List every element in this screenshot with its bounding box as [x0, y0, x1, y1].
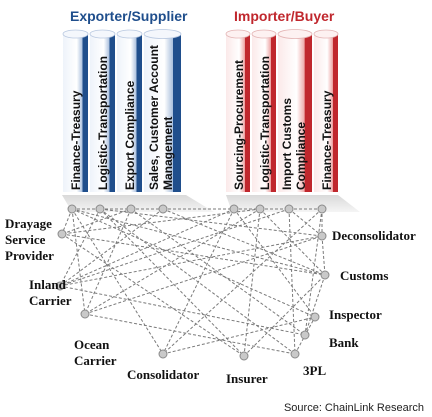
- column-label-management: Management: [161, 117, 175, 190]
- node-importer-customs: [284, 204, 294, 214]
- exporter-column-1: Finance-Treasury: [62, 29, 89, 192]
- node-exporter-sales: [158, 204, 168, 214]
- network-links: [59, 208, 326, 357]
- column-label-sourcing-procurement: Sourcing-Procurement: [232, 60, 246, 190]
- label-insurer: Insurer: [226, 371, 268, 386]
- column-label-finance-treasury-importer: Finance-Treasury: [320, 90, 334, 190]
- node-consolidator: [158, 349, 168, 359]
- node-importer-sourcing: [229, 204, 239, 214]
- column-label-compliance: Compliance: [294, 122, 308, 190]
- node-exporter-logistics: [95, 204, 105, 214]
- label-ocean-carrier: Carrier: [74, 353, 117, 368]
- node-inland-carrier: [55, 281, 65, 291]
- node-importer-logistics: [255, 204, 265, 214]
- node-3pl: [290, 349, 300, 359]
- label-drayage: Drayage: [5, 216, 52, 231]
- node-bank: [300, 330, 310, 340]
- importer-header: Importer/Buyer: [234, 8, 335, 24]
- node-importer-finance: [317, 204, 327, 214]
- column-label-import-customs: Import Customs: [280, 98, 294, 190]
- column-label-logistic-transportation-importer: Logistic-Transportation: [258, 56, 272, 190]
- network-nodes: [55, 204, 330, 361]
- node-customs: [320, 270, 330, 280]
- exporter-column-2: Logistic-Transportation: [89, 29, 116, 192]
- node-drayage: [57, 229, 67, 239]
- column-label-logistic-transportation: Logistic-Transportation: [96, 56, 110, 190]
- importer-column-2: Logistic-Transportation: [251, 29, 277, 192]
- importer-column-1: Sourcing-Procurement: [225, 29, 251, 192]
- label-3pl: 3PL: [303, 363, 326, 378]
- label-customs: Customs: [340, 268, 388, 283]
- label-service: Service: [5, 232, 46, 247]
- node-deconsolidator: [317, 231, 327, 241]
- node-inspector: [310, 312, 320, 322]
- label-inland-carrier: Carrier: [29, 293, 72, 308]
- node-insurer: [239, 351, 249, 361]
- column-label-sales-customer-account: Sales, Customer Account: [147, 45, 161, 190]
- exporter-column-3: Export Compliance: [116, 29, 143, 192]
- exporter-column-4: Sales, Customer Account Management: [143, 29, 182, 192]
- label-inland: Inland: [29, 277, 67, 292]
- exporter-header: Exporter/Supplier: [70, 8, 188, 24]
- label-inspector: Inspector: [329, 307, 382, 322]
- label-bank: Bank: [329, 335, 359, 350]
- node-exporter-compliance: [126, 204, 136, 214]
- node-exporter-finance: [67, 204, 77, 214]
- label-consolidator: Consolidator: [127, 367, 199, 382]
- node-ocean-carrier: [80, 309, 90, 319]
- column-label-finance-treasury: Finance-Treasury: [69, 90, 83, 190]
- label-provider: Provider: [5, 248, 54, 263]
- source-credit: Source: ChainLink Research: [284, 402, 424, 414]
- label-ocean: Ocean: [74, 337, 110, 352]
- importer-column-4: Finance-Treasury: [313, 29, 339, 192]
- label-deconsolidator: Deconsolidator: [332, 228, 416, 243]
- column-label-export-compliance: Export Compliance: [123, 80, 137, 190]
- importer-column-3: Import Customs Compliance: [277, 29, 313, 192]
